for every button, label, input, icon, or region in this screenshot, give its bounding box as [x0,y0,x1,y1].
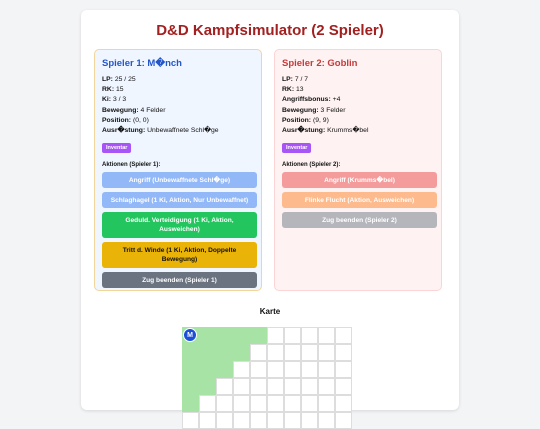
map-cell[interactable] [233,378,250,395]
map-cell[interactable] [301,327,318,344]
map-cell[interactable] [301,395,318,412]
map-cell[interactable] [216,395,233,412]
map-cell[interactable] [199,412,216,429]
map-cell[interactable] [250,378,267,395]
map-cell[interactable] [284,378,301,395]
map-cell[interactable] [250,327,267,344]
map-cell[interactable] [199,344,216,361]
map-cell[interactable] [250,395,267,412]
simulator-card: D&D Kampfsimulator (2 Spieler) Spieler 1… [81,10,459,429]
map-cell[interactable] [182,344,199,361]
player1-panel: Spieler 1: M�nch LP: 25 / 25 RK: 15 Ki: … [94,49,262,291]
player2-nimble-escape-button[interactable]: Flinke Flucht (Aktion, Ausweichen) [282,192,437,209]
map-cell[interactable] [335,361,352,378]
map-cell[interactable] [284,344,301,361]
map-cell[interactable] [182,361,199,378]
map-cell[interactable] [335,378,352,395]
map-cell[interactable] [182,395,199,412]
player1-actions-label: Aktionen (Spieler 1): [102,162,161,169]
map-cell[interactable] [199,378,216,395]
player2-stat-movement: Bewegung: 3 Felder [282,106,346,114]
player2-panel: Spieler 2: Goblin LP: 7 / 7 RK: 13 Angri… [274,49,442,291]
map-cell[interactable] [233,395,250,412]
map-cell[interactable] [267,378,284,395]
player1-patient-defense-button[interactable]: Geduld. Verteidigung (1 Ki, Aktion, Ausw… [102,212,257,239]
player2-end-turn-button[interactable]: Zug beenden (Spieler 2) [282,212,437,229]
map-cell[interactable] [267,344,284,361]
map-cell[interactable] [233,361,250,378]
map-cell[interactable] [301,412,318,429]
map-cell[interactable] [199,395,216,412]
map-cell[interactable] [284,327,301,344]
map-cell[interactable] [335,327,352,344]
player1-stat-ac: RK: 15 [102,86,124,94]
player1-step-of-wind-button[interactable]: Tritt d. Winde (1 Ki, Aktion, Doppelte B… [102,242,257,269]
map-cell[interactable] [318,378,335,395]
map-cell[interactable] [284,361,301,378]
player2-actions-label: Aktionen (Spieler 2): [282,162,341,169]
player2-stat-ac: RK: 13 [282,86,304,94]
map-cell[interactable] [216,361,233,378]
map-cell[interactable] [318,344,335,361]
map-cell[interactable] [301,344,318,361]
map-cell[interactable] [335,412,352,429]
player1-stat-movement: Bewegung: 4 Felder [102,106,166,114]
player2-stat-equipment: Ausr�stung: Krumms�bel [282,127,369,135]
map-cell[interactable] [267,361,284,378]
page-title: D&D Kampfsimulator (2 Spieler) [156,22,384,39]
map-cell[interactable] [233,327,250,344]
map-cell[interactable] [267,412,284,429]
player1-flurry-button[interactable]: Schlaghagel (1 Ki, Aktion, Nur Unbewaffn… [102,192,257,209]
map-cell[interactable] [233,344,250,361]
player2-name: Spieler 2: Goblin [282,58,358,69]
map-cell[interactable] [250,361,267,378]
map-cell[interactable] [318,395,335,412]
map-cell[interactable] [199,327,216,344]
map-cell[interactable] [284,395,301,412]
player2-inventory-button[interactable]: Inventar [282,143,312,154]
player1-stat-hp: LP: 25 / 25 [102,76,136,83]
map-cell[interactable] [284,412,301,429]
player1-token[interactable]: M [183,328,197,342]
map-cell[interactable] [216,327,233,344]
map-cell[interactable] [335,344,352,361]
map-cell[interactable] [216,378,233,395]
map-cell[interactable] [216,412,233,429]
map-cell[interactable] [216,344,233,361]
map-cell[interactable] [267,395,284,412]
player1-end-turn-button[interactable]: Zug beenden (Spieler 1) [102,272,257,289]
player2-stat-position: Position: (9, 9) [282,116,329,124]
map-cell[interactable] [267,327,284,344]
player1-stat-ki: Ki: 3 / 3 [102,96,127,104]
map-cell[interactable] [318,327,335,344]
map-cell[interactable] [318,412,335,429]
player2-attack-button[interactable]: Angriff (Krumms�bel) [282,172,437,189]
map-cell[interactable] [318,361,335,378]
map-cell[interactable] [182,412,199,429]
map-cell[interactable] [250,344,267,361]
player1-stat-position: Position: (0, 0) [102,116,149,124]
map-cell[interactable] [301,361,318,378]
player1-name: Spieler 1: M�nch [102,58,182,69]
map-cell[interactable] [250,412,267,429]
player1-attack-button[interactable]: Angriff (Unbewaffnete Schl�ge) [102,172,257,189]
player1-inventory-button[interactable]: Inventar [102,143,132,154]
player1-stat-equipment: Ausr�stung: Unbewaffnete Schl�ge [102,127,219,135]
map-cell[interactable] [182,378,199,395]
map-cell[interactable] [233,412,250,429]
player2-stat-hp: LP: 7 / 7 [282,76,309,83]
map-cell[interactable] [301,378,318,395]
map-title: Karte [259,307,281,316]
map-cell[interactable] [335,395,352,412]
map-cell[interactable] [199,361,216,378]
player2-stat-attack-bonus: Angriffsbonus: +4 [282,96,341,104]
